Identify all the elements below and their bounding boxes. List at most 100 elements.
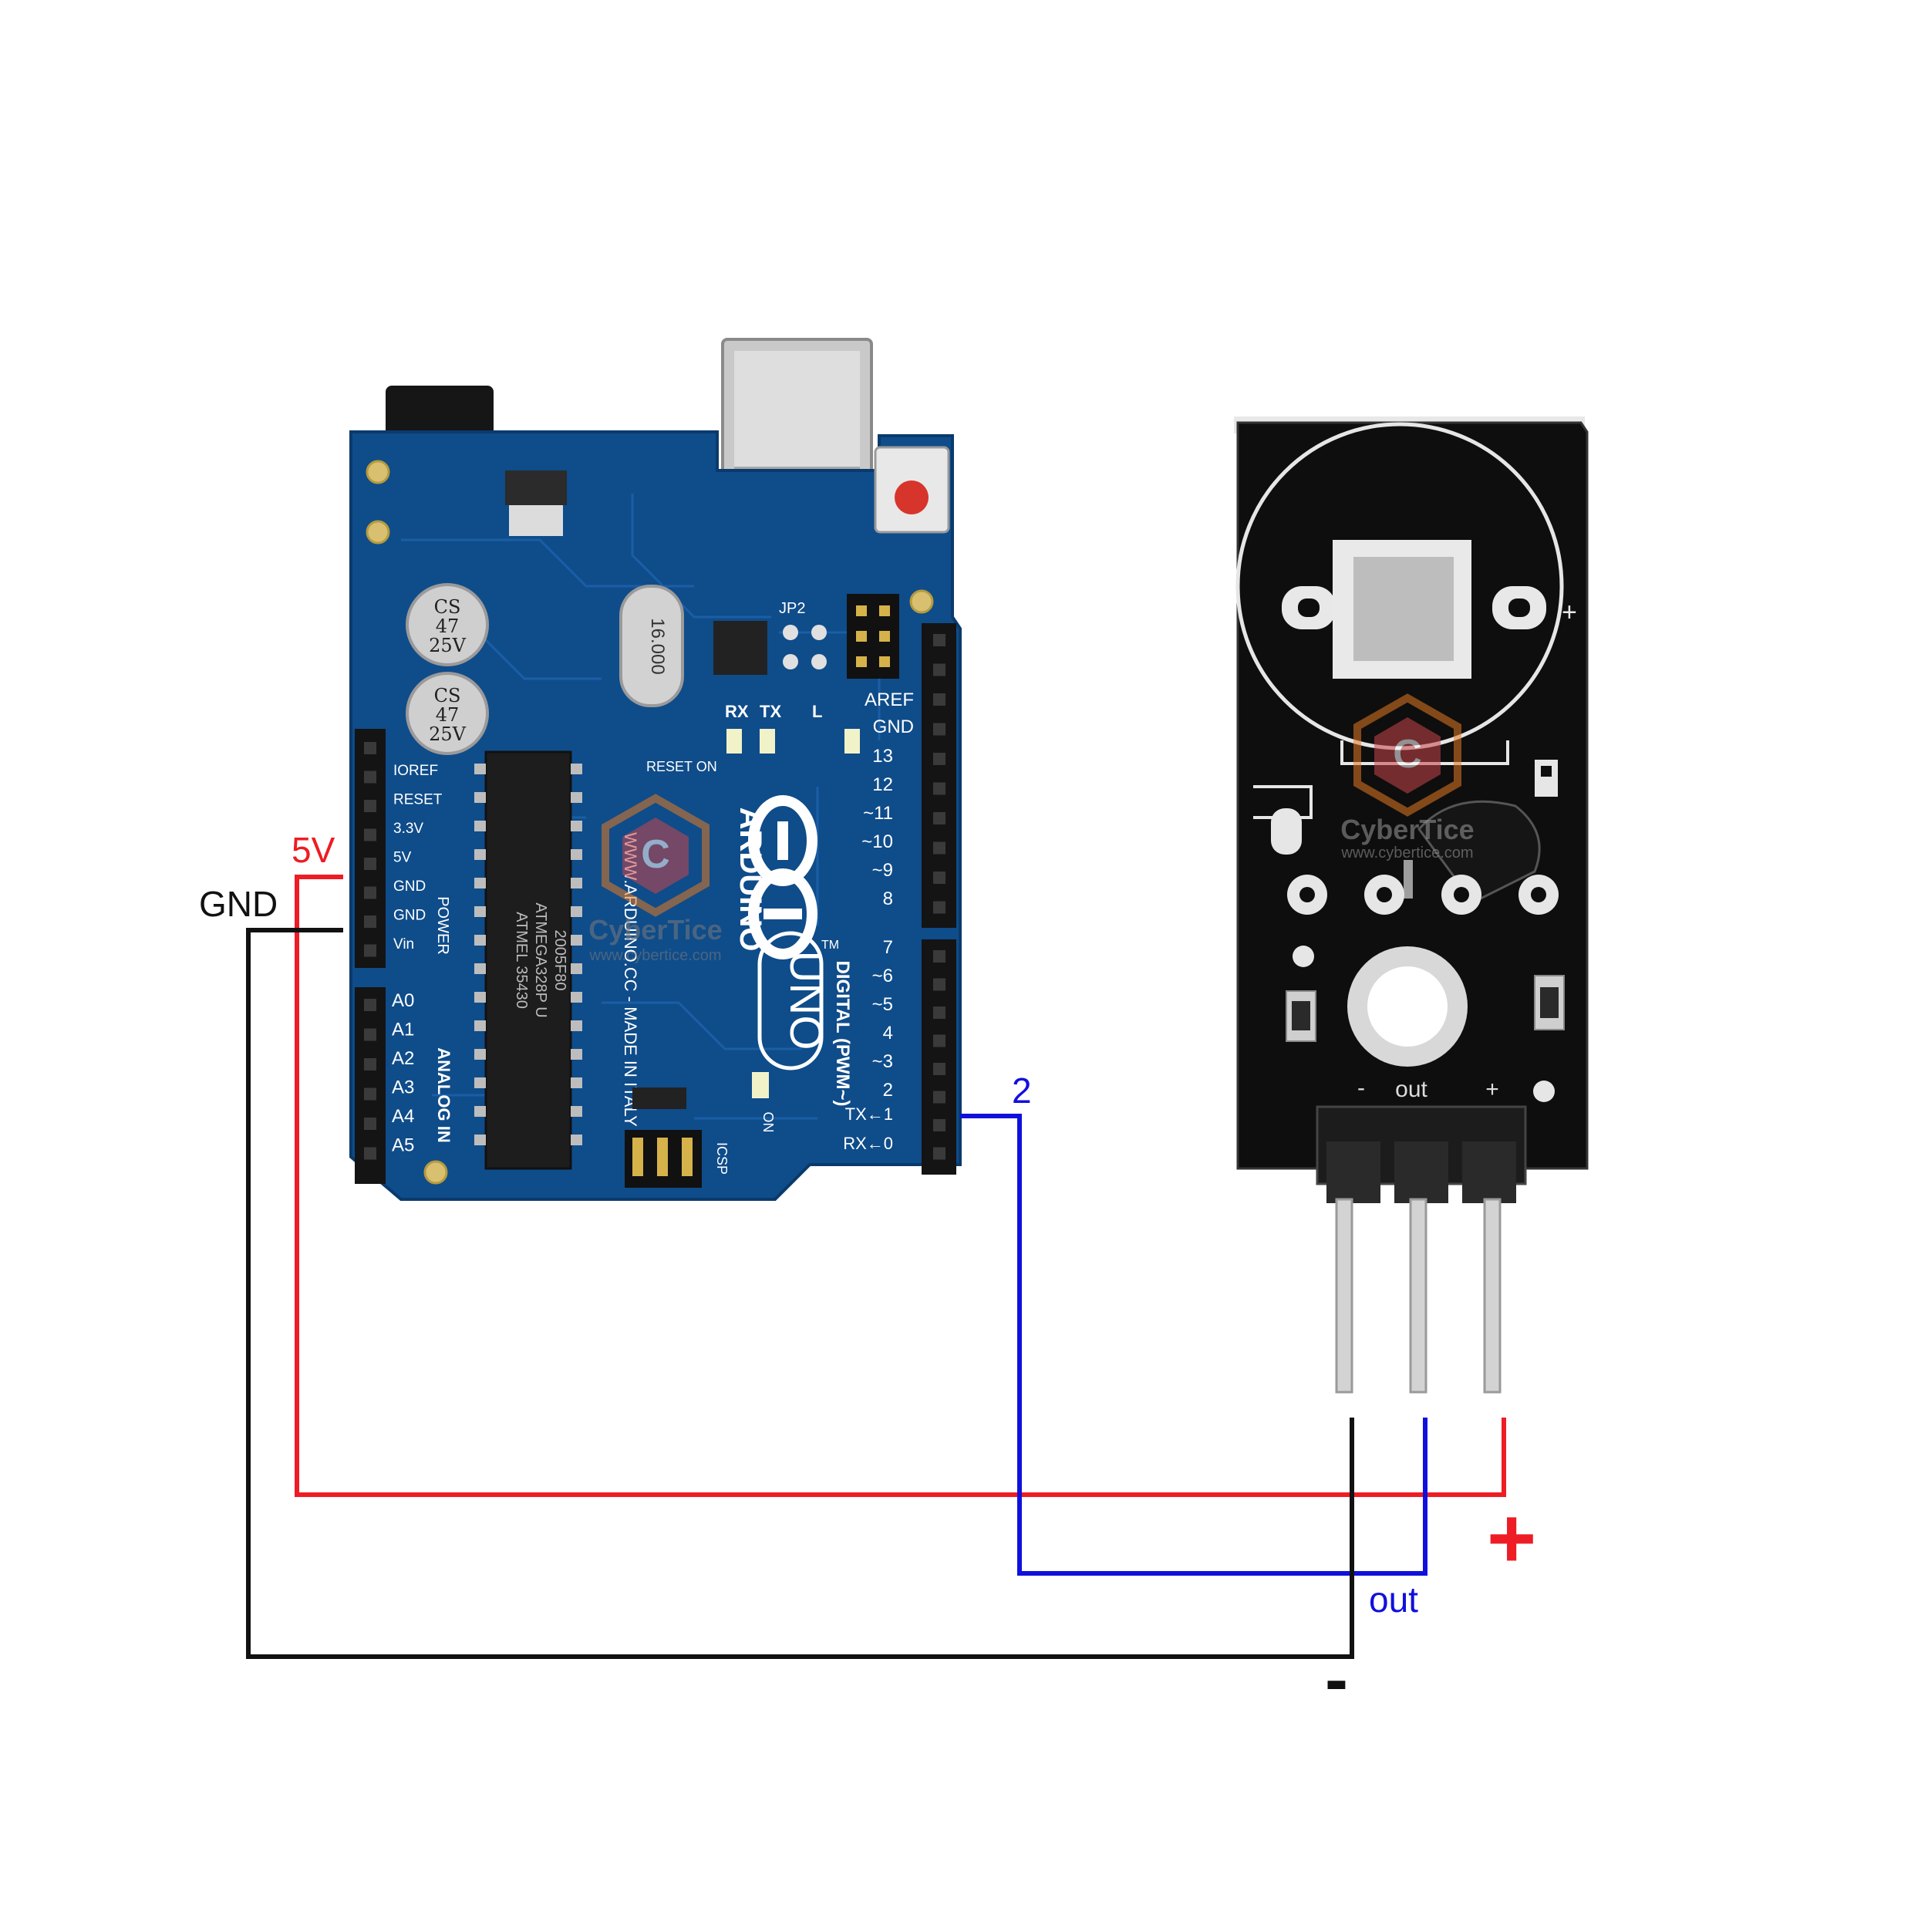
digital-top-socket-2 xyxy=(933,693,945,706)
capacitor-1: CS 47 25V xyxy=(406,583,489,666)
uno-oval: UNO xyxy=(757,931,831,1071)
arduino-infinity-logo-icon xyxy=(748,795,817,959)
digital-pin-label-1: 12 xyxy=(872,774,893,795)
chip-pin-left-1 xyxy=(474,792,486,803)
power-socket-7 xyxy=(364,944,376,957)
arduino-uno-board: CS 47 25V CS 47 25V 16.000 JP2 xyxy=(349,338,962,1201)
watermark-arduino: C CyberTice www.cybertice.com xyxy=(588,794,723,964)
cap2-line1: CS xyxy=(434,685,461,706)
digital-pin-label-0: 13 xyxy=(872,746,893,767)
analog-socket-1 xyxy=(364,1028,376,1041)
wire-5v xyxy=(295,875,1506,1497)
chip-pin-right-10 xyxy=(571,1049,582,1060)
chip-pin-right-8 xyxy=(571,992,582,1003)
cap1-line1: CS xyxy=(434,596,461,618)
digital-top-socket-5 xyxy=(933,782,945,795)
chip-pin-left-10 xyxy=(474,1049,486,1060)
atmega328p-chip: ATMEL 35430 ATMEGA328P U 2005F80 xyxy=(474,750,582,1170)
analog-socket-3 xyxy=(364,1087,376,1101)
jp2-header: JP2 xyxy=(779,600,827,669)
sensor-silk-out: out xyxy=(1395,1077,1427,1102)
analog-socket-4 xyxy=(364,1118,376,1130)
digital-top-socket-3 xyxy=(933,723,945,736)
sensor-silk-plus: + xyxy=(1485,1077,1499,1102)
sensor-silk-minus: - xyxy=(1357,1075,1365,1101)
aref-label: AREF xyxy=(865,690,914,710)
icsp-header-top xyxy=(847,594,899,679)
sensor-pin-out xyxy=(1409,1198,1427,1394)
label-pin-2: 2 xyxy=(1012,1071,1032,1111)
chip-pin-left-5 xyxy=(474,906,486,917)
digital-pin-label-10: ~3 xyxy=(872,1051,893,1072)
cap1-line3: 25V xyxy=(429,635,467,656)
digital-pin-label-8: ~5 xyxy=(872,994,893,1015)
digital-bottom-socket-1 xyxy=(933,978,945,991)
icsp-header-bottom: ICSP xyxy=(625,1130,730,1188)
analog-pin-label-4: A4 xyxy=(392,1106,414,1127)
power-socket-4 xyxy=(364,858,376,870)
power-socket-3 xyxy=(364,828,376,841)
chip-pin-left-7 xyxy=(474,963,486,974)
digital-top-socket-8 xyxy=(933,872,945,884)
power-socket-0 xyxy=(364,742,376,754)
analog-socket-5 xyxy=(364,1147,376,1160)
chip-pin-left-2 xyxy=(474,821,486,831)
to92-component-icon xyxy=(1404,800,1541,904)
chip-mark-3: 2005F80 xyxy=(551,930,568,991)
chip-pin-left-9 xyxy=(474,1020,486,1031)
power-socket-2 xyxy=(364,800,376,812)
usb-controller-chip xyxy=(713,621,767,675)
analog-pin-label-0: A0 xyxy=(392,990,414,1011)
reset-button-icon xyxy=(874,446,950,534)
uno-label: UNO xyxy=(780,951,831,1050)
digital-pin-label-7: ~6 xyxy=(872,966,893,986)
power-pin-label-4: GND xyxy=(393,878,426,895)
digital-top-socket-7 xyxy=(933,841,945,855)
sensor-pin-minus xyxy=(1335,1198,1353,1394)
digital-bottom-socket-3 xyxy=(933,1034,945,1047)
label-gnd: GND xyxy=(199,884,278,924)
digital-bottom-socket-7 xyxy=(933,1147,945,1160)
rx-label: RX xyxy=(725,702,749,721)
power-pin-label-0: IOREF xyxy=(393,763,438,779)
chip-pin-right-1 xyxy=(571,792,582,803)
chip-pin-left-12 xyxy=(474,1106,486,1117)
label-plus: + xyxy=(1487,1491,1536,1586)
digital-bottom-socket-0 xyxy=(933,950,945,963)
chip-mark-1: ATMEL 35430 xyxy=(513,912,530,1009)
cap2-line2: 47 xyxy=(436,704,460,726)
jp2-label: JP2 xyxy=(779,600,805,617)
digital-pin-label-5: 8 xyxy=(883,888,893,909)
digital-header-bottom xyxy=(922,939,956,1175)
mount-hole-center-icon xyxy=(1347,946,1468,1067)
icsp-label: ICSP xyxy=(714,1142,730,1175)
digital-pin-label-4: ~9 xyxy=(872,860,893,881)
analog-socket-2 xyxy=(364,1058,376,1071)
trademark: TM xyxy=(821,939,839,952)
ky-sensor-module: + xyxy=(1234,416,1589,1394)
crystal-label: 16.000 xyxy=(647,618,668,674)
sensor-pin-plus xyxy=(1483,1198,1502,1394)
digital-bottom-socket-5 xyxy=(933,1091,945,1104)
power-label: POWER xyxy=(434,896,451,955)
watermark-sensor: C CyberTice www.cybertice.com xyxy=(1340,693,1475,861)
chip-pin-left-3 xyxy=(474,849,486,860)
wire-signal-pin2 xyxy=(960,1114,1427,1576)
wire-gnd xyxy=(246,928,1354,1659)
chip-pin-right-7 xyxy=(571,963,582,974)
analog-label: ANALOG IN xyxy=(434,1047,453,1142)
analog-pin-label-1: A1 xyxy=(392,1020,414,1040)
power-socket-1 xyxy=(364,770,376,784)
chip-mark-2: ATMEGA328P U xyxy=(532,902,549,1017)
power-pin-label-6: Vin xyxy=(393,936,414,953)
digital-bottom-socket-4 xyxy=(933,1063,945,1075)
sensor-plus-top: + xyxy=(1562,598,1577,627)
watermark-brand-1: CyberTice xyxy=(588,914,722,946)
digital-pin-label-9: 4 xyxy=(883,1023,893,1044)
crystal-oscillator: 16.000 xyxy=(619,585,684,707)
on-label: ON xyxy=(760,1112,776,1133)
chip-pin-right-13 xyxy=(571,1135,582,1145)
digital-pin-label-11: 2 xyxy=(883,1080,893,1101)
thermal-sensor-element xyxy=(1333,540,1471,679)
label-out: out xyxy=(1369,1580,1418,1620)
